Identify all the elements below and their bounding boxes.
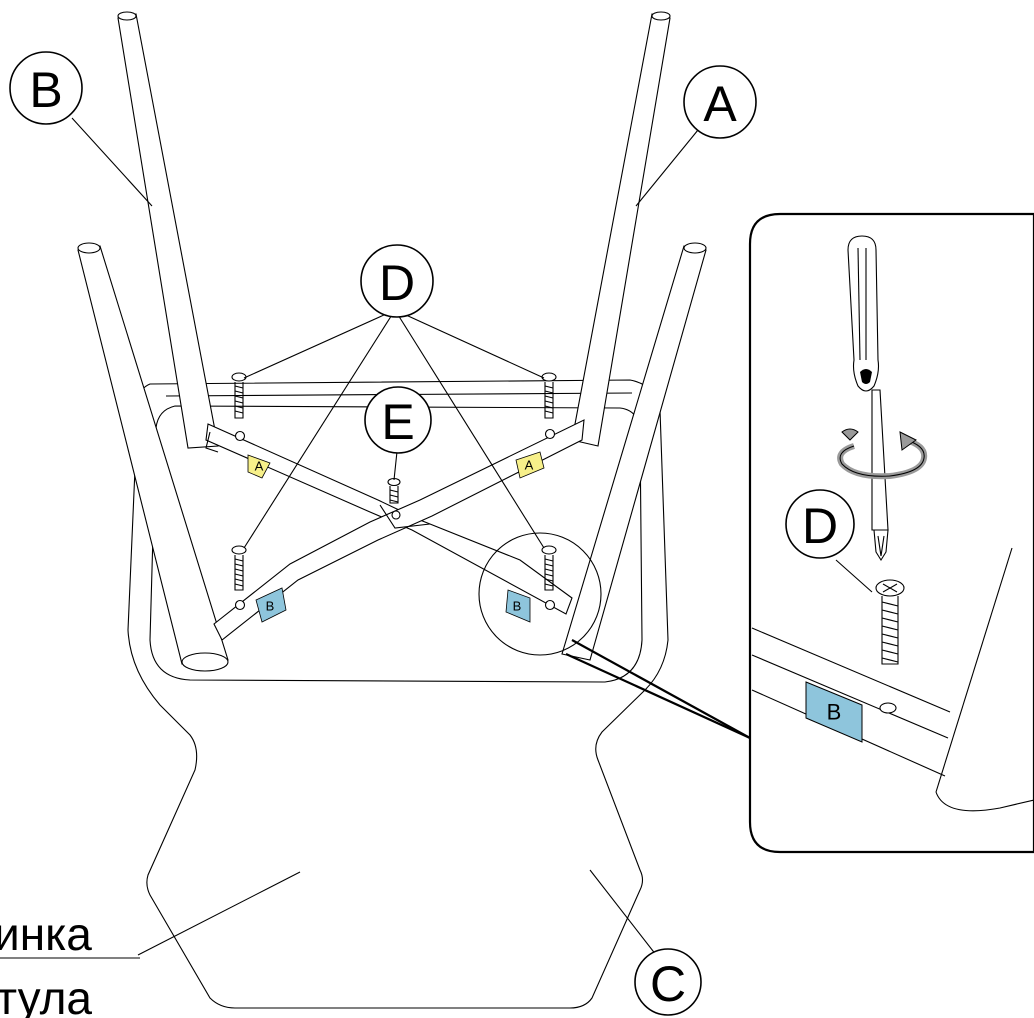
detail-screw-d <box>835 559 905 665</box>
detail-panel: B <box>748 212 1034 854</box>
svg-text:B: B <box>29 62 62 118</box>
callout-a: A <box>683 65 757 139</box>
rail-tag-left-a: A <box>247 454 271 479</box>
screwdriver-icon <box>847 235 889 562</box>
rotation-arrow-icon <box>837 428 928 480</box>
callout-detail-d: D <box>785 489 855 559</box>
x-frame <box>205 419 585 641</box>
svg-text:инка: инка <box>0 908 92 960</box>
rail-tag-right-a: A <box>515 451 545 479</box>
callout-b: B <box>9 51 83 125</box>
callout-d: D <box>360 244 434 318</box>
screw-d-bottom-left <box>231 545 247 591</box>
seat-outline <box>127 379 669 1009</box>
back-leg-b <box>117 11 219 449</box>
rail-tag-left-b: B <box>255 587 287 623</box>
rail-tag-right-b: B <box>505 589 531 623</box>
front-leg-right <box>561 242 707 661</box>
callout-e: E <box>364 386 432 454</box>
svg-text:C: C <box>650 956 686 1012</box>
back-leg-a <box>571 11 671 447</box>
svg-text:E: E <box>381 394 414 450</box>
svg-text:D: D <box>379 255 415 311</box>
svg-text:A: A <box>703 76 737 132</box>
svg-text:D: D <box>802 498 838 554</box>
magnifier <box>478 532 751 740</box>
svg-text:A: A <box>525 458 534 473</box>
side-label: инка тула <box>0 908 140 1018</box>
svg-text:B: B <box>513 599 522 614</box>
callout-c: C <box>634 948 702 1016</box>
front-leg-left <box>77 242 229 672</box>
svg-text:тула: тула <box>0 972 92 1018</box>
screw-d-bottom-right <box>541 545 557 591</box>
screw-d-top-right <box>541 372 557 419</box>
leader-lines <box>71 117 699 961</box>
svg-text:A: A <box>255 459 264 474</box>
svg-text:B: B <box>827 700 842 725</box>
svg-text:B: B <box>266 599 275 614</box>
screw-e <box>387 477 401 504</box>
